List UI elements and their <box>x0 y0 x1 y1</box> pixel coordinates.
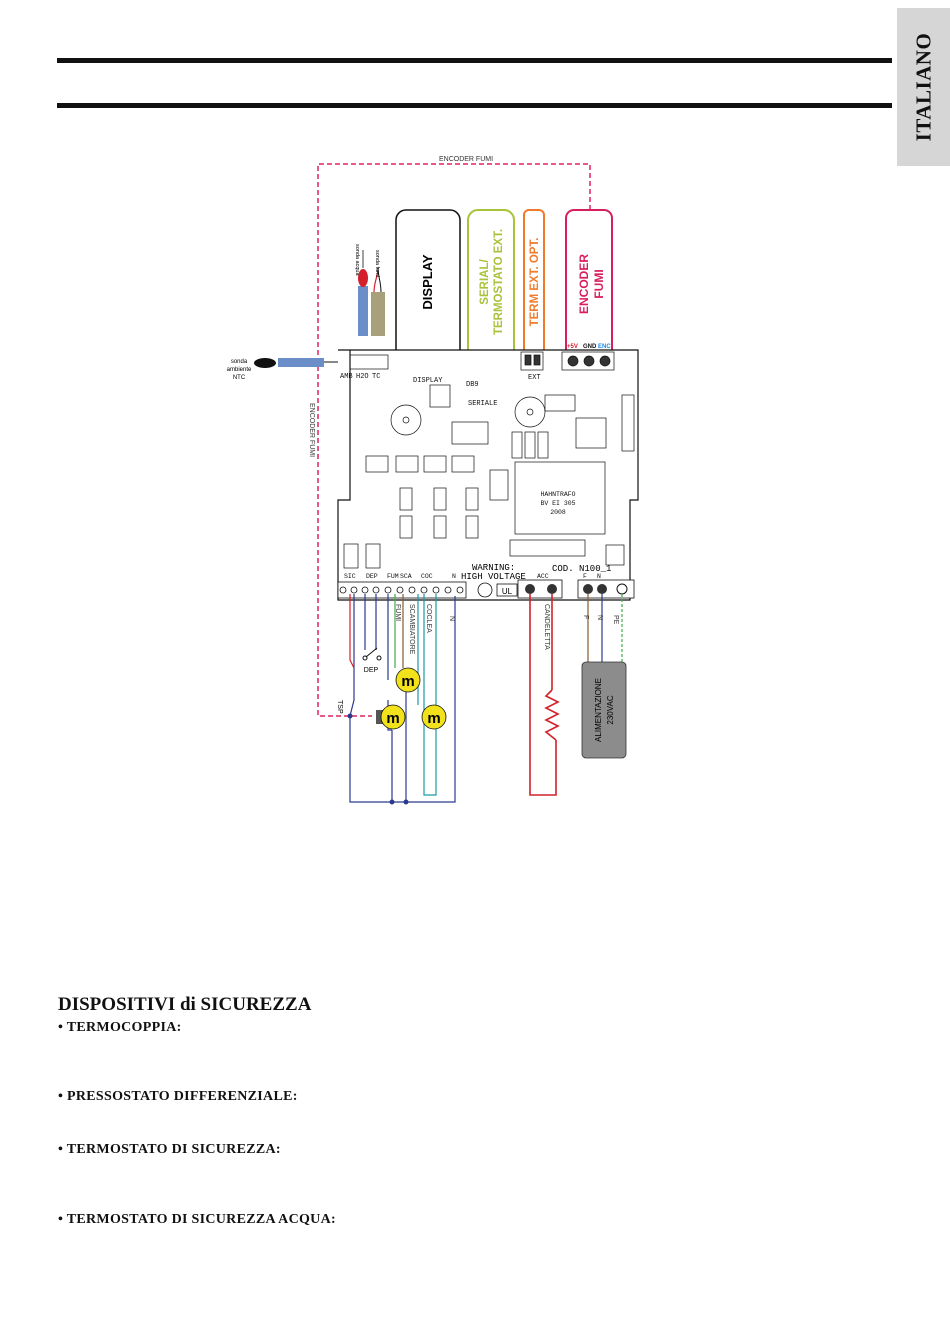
dep-label: DEP <box>364 667 379 674</box>
fumi-wire-label: FUMI <box>394 604 401 621</box>
ul-label: UL <box>502 587 513 596</box>
pcb-labels: H2O TC AMB DISPLAY SERIALE DB9 EXT <box>340 373 541 408</box>
safety-item-pressostato: • PRESSOSTATO DIFFERENZIALE: <box>58 1089 298 1104</box>
sonda-acqua-probe <box>358 250 368 336</box>
terminal-dep-label: DEP <box>366 573 378 580</box>
serial-box-label-2: TERMOSTATO EXT. <box>493 229 505 335</box>
display-connector-box: DISPLAY <box>395 209 461 373</box>
display-box-label: DISPLAY <box>420 254 435 309</box>
terminal-coc-label: COC <box>421 573 433 580</box>
dep-switch <box>362 647 382 661</box>
ext-label: EXT <box>528 374 541 382</box>
terminal-sic-label: SIC <box>344 573 356 580</box>
n-wire-label: N <box>448 616 455 621</box>
terminal-acc-label: ACC <box>537 573 549 580</box>
terminal-f-label: F <box>583 573 587 580</box>
sonda-fumi-probe <box>371 267 385 336</box>
safety-item-termostato: • TERMOSTATO DI SICUREZZA: <box>58 1142 281 1157</box>
transformer-line-1: HAHNTRAFO <box>540 491 575 498</box>
coclea-motor-symbol: m <box>427 710 440 727</box>
wire-labels: FUMI SCAMBIATORE COCLEA N CANDELETTA F N… <box>394 604 619 655</box>
sonda-acqua-label: sonda acqua <box>354 244 360 276</box>
terminal-sca-label: SCA <box>400 573 412 580</box>
pin-gnd-label: GND <box>583 344 597 350</box>
transformer-label: HAHNTRAFO BV EI 305 2008 <box>540 491 575 516</box>
h2o-label: H2O <box>356 373 369 381</box>
term-ext-connector-box: TERM EXT. OPT. <box>523 209 545 359</box>
alimentazione-label: ALIMENTAZIONE <box>594 678 603 742</box>
safety-devices-section: DISPOSITIVI di SICUREZZA • TERMOCOPPIA: … <box>58 994 858 1227</box>
encoder-fumi-side-label: ENCODER FUMI <box>308 403 315 457</box>
serial-box-label: SERIAL/ <box>479 259 491 305</box>
sonda-ambiente-probe <box>254 358 338 368</box>
terminal-n2-label: N <box>597 573 601 580</box>
encoder-fumi-top-label: ENCODER FUMI <box>439 156 493 163</box>
sonda-ambiente-label-2: ambiente <box>227 367 252 373</box>
coclea-wire-label: COCLEA <box>425 604 432 633</box>
amb-label: AMB <box>340 373 353 381</box>
second-rule <box>57 103 892 108</box>
top-rule <box>57 58 892 63</box>
terminal-block <box>337 579 635 599</box>
alimentazione-voltage-label: 230VAC <box>606 695 615 724</box>
pcb-board <box>337 349 639 601</box>
wire-junctions <box>347 713 409 805</box>
sonda-ambiente-label-3: NTC <box>233 375 246 381</box>
display-connector-label: DISPLAY <box>413 377 443 385</box>
scambiatore-motor-symbol: m <box>386 710 399 727</box>
scambiatore-wire-label: SCAMBIATORE <box>408 604 415 655</box>
pin-5v-label: +5V <box>567 344 578 350</box>
ul-mark: UL <box>477 582 518 598</box>
warning-label: WARNING: <box>472 563 515 573</box>
encoder-box-label-2: FUMI <box>592 269 606 298</box>
transformer-line-3: 2008 <box>550 509 566 516</box>
pin-enc-label: ENC <box>598 344 611 350</box>
pcb-components <box>343 351 635 569</box>
safety-item-termocoppia: • TERMOCOPPIA: <box>58 1020 182 1035</box>
cod-label: COD. N100_1 <box>552 564 611 574</box>
term-ext-box-label: TERM EXT. OPT. <box>529 238 541 327</box>
sonda-ambiente-label: sonda <box>231 359 248 365</box>
encoder-box-label: ENCODER <box>577 254 591 314</box>
terminal-labels: SIC DEP FUM SCA COC N ACC F N <box>344 573 601 580</box>
wires <box>349 594 623 803</box>
encoder-fumi-dashed-link <box>317 163 591 717</box>
n-supply-wire-label: N <box>596 615 603 620</box>
terminal-fum-label: FUM <box>387 573 399 580</box>
language-tab: ITALIANO <box>897 8 950 166</box>
safety-item-termostato-acqua: • TERMOSTATO DI SICUREZZA ACQUA: <box>58 1212 336 1227</box>
fumi-motor-symbol: m <box>401 673 414 690</box>
tc-label: TC <box>372 373 380 381</box>
f-wire-label: F <box>582 615 589 619</box>
tsp-label: TSP <box>336 700 343 714</box>
pe-wire-label: PE <box>612 615 619 625</box>
wiring-diagram: ENCODER FUMI ENCODER FUMI DISPLAY SERIAL… <box>227 156 639 805</box>
encoder-connector-box: ENCODER FUMI <box>565 209 613 359</box>
alimentazione-box: ALIMENTAZIONE 230VAC <box>581 661 627 759</box>
high-voltage-label: HIGH VOLTAGE <box>461 572 526 582</box>
coclea-motor: m <box>421 704 447 730</box>
candeletta-wire-label: CANDELETTA <box>543 604 550 650</box>
safety-title: DISPOSITIVI di SICUREZZA <box>58 994 312 1015</box>
transformer-line-2: BV EI 305 <box>540 500 575 507</box>
serial-connector-box: SERIAL/ TERMOSTATO EXT. <box>467 209 515 373</box>
fumi-motor: m <box>395 667 421 693</box>
seriale-label: SERIALE <box>468 400 497 408</box>
terminal-n-label: N <box>452 573 456 580</box>
db9-label: DB9 <box>466 381 479 389</box>
scambiatore-motor: m <box>376 704 406 730</box>
sonda-fumi-label: sonda fumi <box>374 250 380 277</box>
